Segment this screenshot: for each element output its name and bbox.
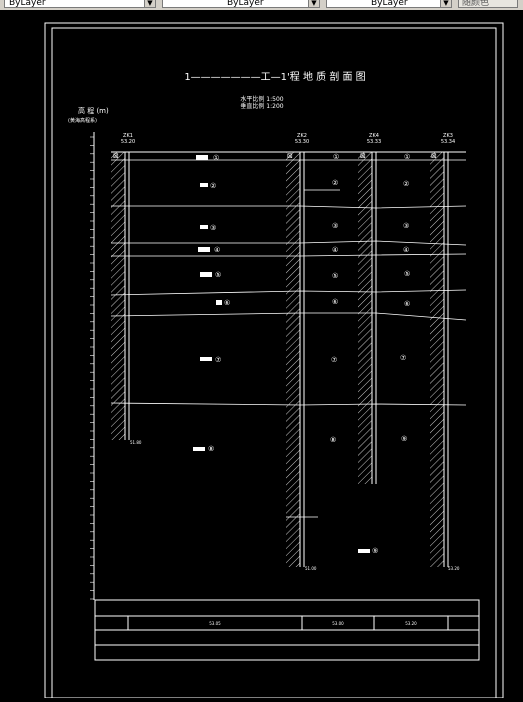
layer-label: ⑤	[215, 271, 221, 279]
borehole-id: ZK4	[369, 133, 379, 139]
chevron-down-icon[interactable]: ▼	[308, 0, 319, 7]
geological-section-drawing: 1———————工—1'程 地 质 剖 面 图 水平比例 1:500 垂直比例 …	[44, 22, 504, 699]
color-button-label: 随颜色	[462, 0, 490, 8]
layer-labels-right: ① ① ② ② ③ ③ ④ ④ ⑤ ⑤ ⑥ ⑥ ⑦ ⑦ ⑧ ⑨	[330, 153, 410, 444]
borehole-elevation: 53.30	[295, 139, 309, 145]
layer-label: ⑥	[224, 299, 230, 307]
borehole-info-table: 53.05 53.00 53.20	[94, 599, 480, 661]
borehole-zk4	[358, 152, 377, 484]
layer-label: ①	[213, 154, 219, 162]
table-cell: 53.05	[209, 621, 221, 626]
layer-combo-value: ByLayer	[9, 0, 46, 8]
linetype-combo[interactable]: ByLayer ▼	[162, 0, 320, 8]
layer-label: ⑥	[404, 300, 410, 308]
scale-horizontal: 水平比例 1:500	[240, 95, 283, 103]
borehole-zk2	[286, 152, 305, 567]
drawing-canvas[interactable]: 1———————工—1'程 地 质 剖 面 图 水平比例 1:500 垂直比例 …	[0, 10, 523, 699]
borehole-elevation: 53.20	[121, 139, 135, 145]
cross-icon: ⊠	[360, 152, 366, 160]
color-button[interactable]: 随颜色	[458, 0, 518, 8]
layer-label: ③	[210, 224, 216, 232]
linetype-combo-value: ByLayer	[227, 0, 264, 8]
borehole-id: ZK2	[297, 133, 307, 139]
layer-combo[interactable]: ByLayer ▼	[4, 0, 156, 8]
layer-label: ⑨	[372, 547, 378, 555]
layer-label: ⑧	[208, 445, 214, 453]
borehole-bottom-value: 53.20	[448, 566, 460, 571]
layer-label: ⑤	[332, 272, 338, 280]
layer-label: ⑤	[404, 270, 410, 278]
stratum-boundary	[111, 240, 467, 246]
layer-label: ①	[404, 153, 410, 161]
stratum-boundary	[111, 205, 467, 209]
chevron-down-icon[interactable]: ▼	[440, 0, 451, 7]
cross-icon: ⊠	[113, 152, 119, 160]
chevron-down-icon[interactable]: ▼	[144, 0, 155, 7]
layer-label: ②	[403, 180, 409, 188]
layer-label: ④	[214, 246, 220, 254]
layer-label: ①	[333, 153, 339, 161]
borehole-elevation: 53.34	[441, 139, 455, 145]
borehole-id: ZK3	[443, 133, 453, 139]
layer-label: ⑦	[331, 356, 337, 364]
table-cell: 53.00	[332, 621, 344, 626]
layer-label: ③	[403, 222, 409, 230]
layer-label: ⑦	[400, 354, 406, 362]
cross-icon: ⊠	[431, 152, 437, 160]
elevation-ticks	[90, 136, 94, 600]
axis-title: 高 程 (m)	[78, 106, 109, 115]
scale-vertical: 垂直比例 1:200	[240, 102, 283, 110]
table-cell: 53.20	[405, 621, 417, 626]
layer-label: ②	[332, 179, 338, 187]
layer-label: ⑥	[332, 298, 338, 306]
stratum-boundary	[110, 312, 467, 321]
borehole-bottom-value: 51.80	[130, 440, 142, 445]
stratum-boundary	[110, 402, 467, 406]
cross-icon: ⊠	[287, 152, 293, 160]
borehole-zk3	[430, 152, 449, 567]
axis-subtitle: (黄海高程系)	[68, 117, 97, 124]
layer-label: ⑨	[401, 435, 407, 443]
layer-label: ⑧	[330, 436, 336, 444]
borehole-bottom-value: 51.00	[305, 566, 317, 571]
layer-label: ④	[332, 246, 338, 254]
lineweight-combo[interactable]: ByLayer ▼	[326, 0, 452, 8]
layer-label: ③	[332, 222, 338, 230]
borehole-id: ZK1	[123, 133, 133, 139]
layer-labels-left: ① ② ③ ④ ⑤ ⑥ ⑦ ⑧ ⑨	[193, 154, 378, 555]
lineweight-combo-value: ByLayer	[371, 0, 408, 8]
stratum-boundary	[110, 289, 467, 296]
borehole-zk1	[111, 152, 130, 440]
layer-label: ⑦	[215, 356, 221, 364]
layer-label: ②	[210, 182, 216, 190]
stratum-boundary	[111, 253, 467, 257]
layer-label: ④	[403, 246, 409, 254]
borehole-markers: ⊠ ⊠ ⊠ ⊠	[113, 152, 437, 160]
drawing-title: 1———————工—1'程 地 质 剖 面 图	[184, 70, 365, 83]
borehole-elevation: 53.33	[367, 139, 381, 145]
